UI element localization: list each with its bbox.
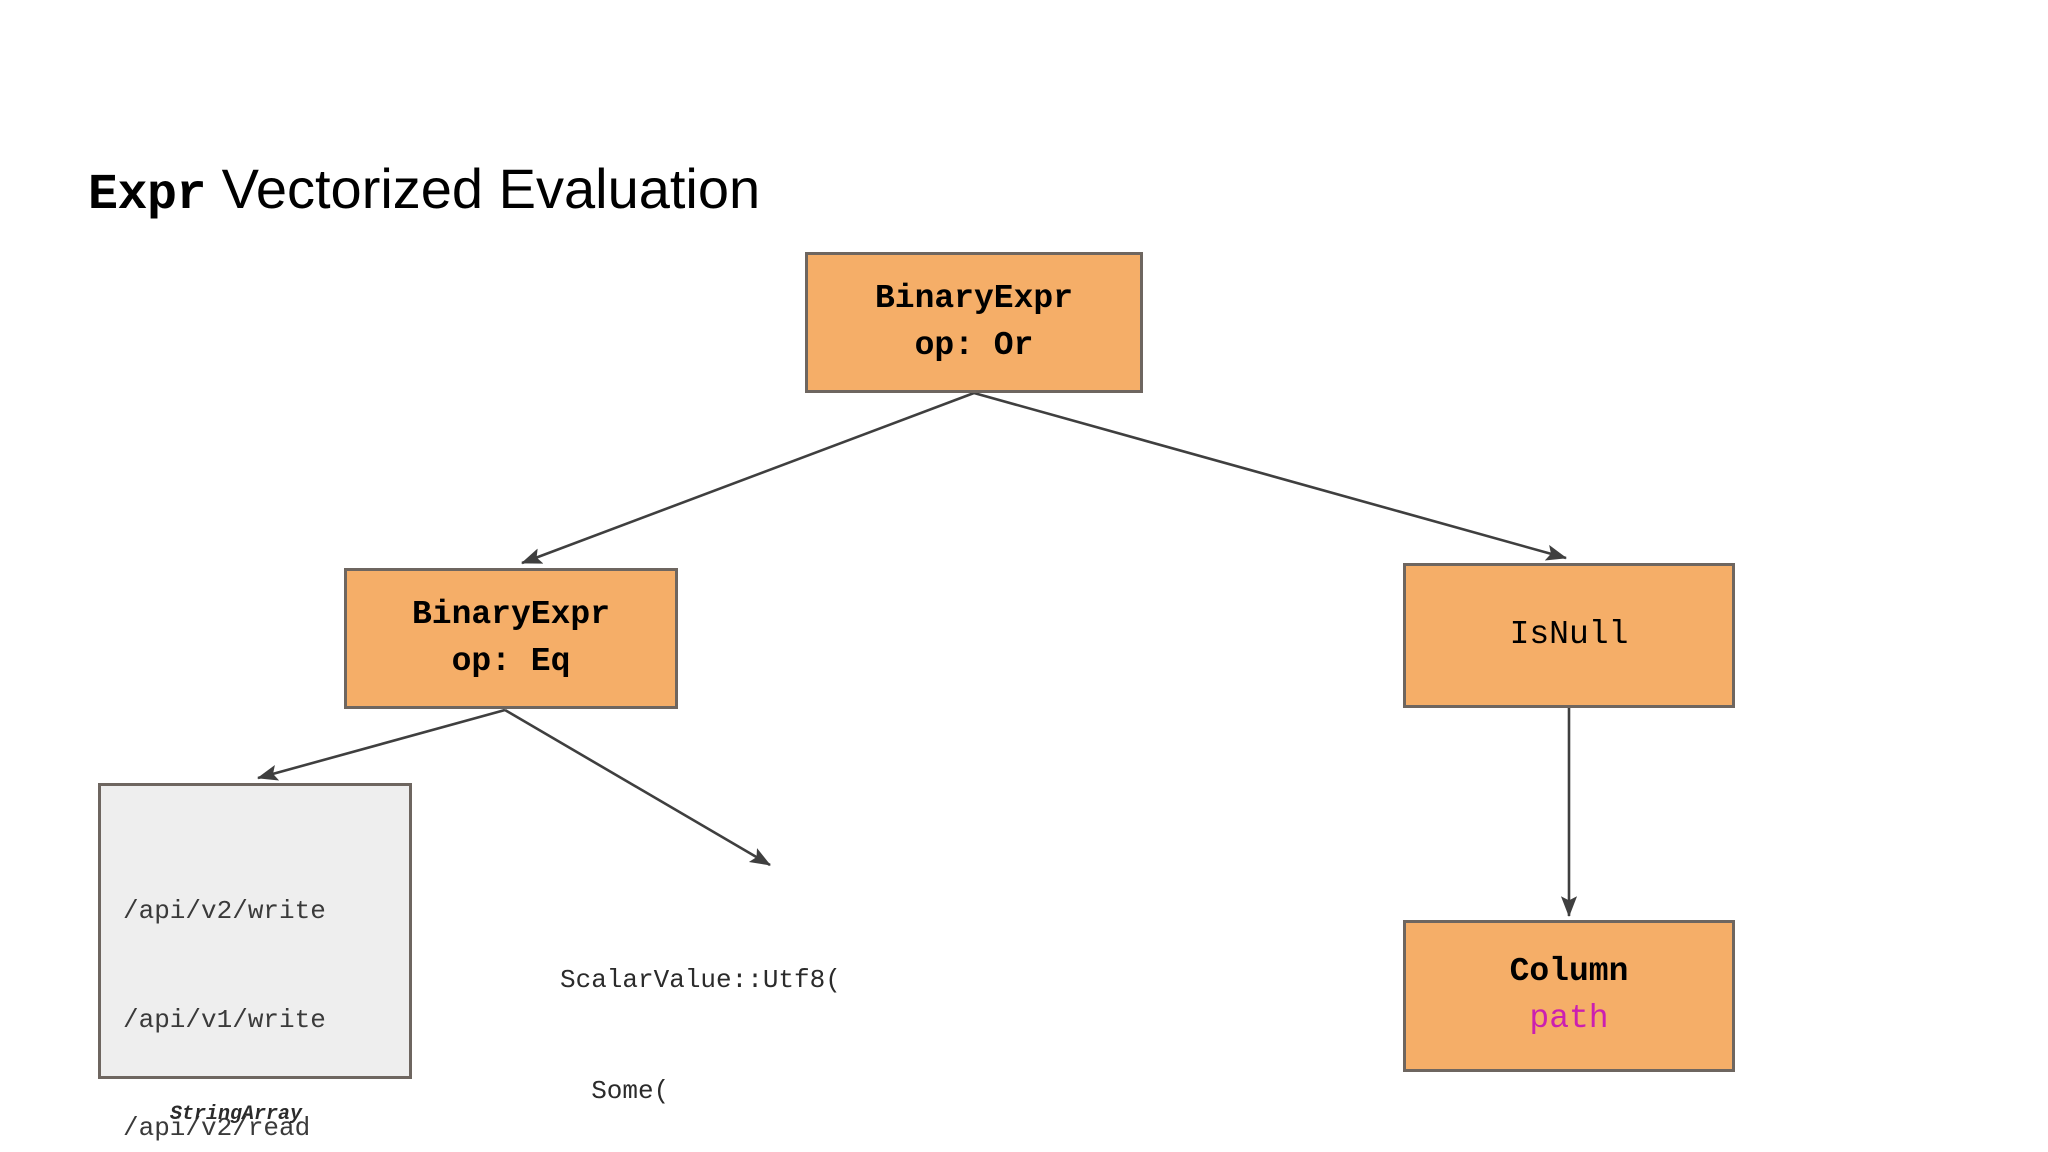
edge-or-to-isnull (973, 391, 1568, 561)
list-item: /api/v2/read (123, 1113, 311, 1143)
node-binaryexpr-eq[interactable]: BinaryExpr op: Eq (344, 568, 678, 709)
string-array-values: /api/v2/write /api/v1/write /api/v2/read… (101, 786, 409, 1152)
list-item: /api/v2/write (123, 896, 326, 927)
string-array-panel[interactable]: /api/v2/write /api/v1/write /api/v2/read… (98, 783, 412, 1143)
scalarvalue-code-block: ScalarValue::Utf8( Some( “/api/v2/write”… (560, 888, 856, 1152)
page-title-rest: Vectorized Evaluation (206, 156, 761, 220)
list-item: /api/v1/write (123, 1004, 326, 1035)
string-array-caption: StringArray (170, 1103, 303, 1126)
edge-eq-to-scalarvalue (504, 708, 771, 867)
scalarvalue-line-2: Some( (560, 1075, 670, 1106)
page-title-code: Expr (88, 166, 207, 224)
edge-eq-to-stringarray (256, 708, 506, 781)
node-isnull-label: IsNull (1509, 616, 1629, 654)
node-binaryexpr-eq-line1: BinaryExpr (411, 595, 611, 633)
node-column[interactable]: Column path (1403, 920, 1735, 1072)
node-column-label: Column (1509, 953, 1629, 991)
node-column-field: path (1529, 1000, 1609, 1037)
node-binaryexpr-eq-line2: op: Eq (451, 642, 571, 680)
node-binaryexpr-or-line1: BinaryExpr (874, 279, 1074, 317)
node-isnull[interactable]: IsNull (1403, 563, 1735, 708)
node-binaryexpr-or[interactable]: BinaryExpr op: Or (805, 252, 1143, 393)
page-title: Expr Vectorized Evaluation (88, 156, 761, 224)
scalarvalue-line-1: ScalarValue::Utf8( (560, 964, 841, 995)
edge-or-to-eq (521, 391, 975, 565)
node-binaryexpr-or-line2: op: Or (914, 326, 1034, 364)
